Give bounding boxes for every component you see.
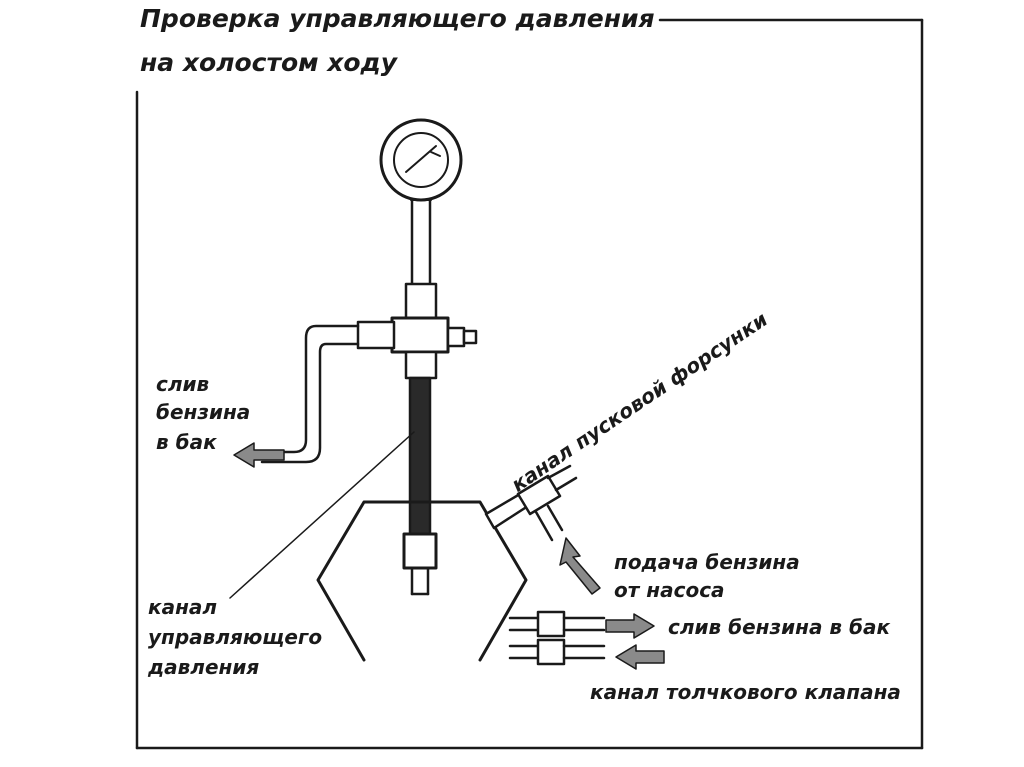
fuel-distributor-body [316, 500, 528, 662]
fuel-from-pump-label-1: подача бензина [614, 550, 800, 574]
gauge-stem [404, 198, 438, 320]
drain-hose-left [260, 324, 360, 464]
arrow-drain-left [233, 442, 285, 468]
title-line-2: на холостом ходу [140, 48, 398, 77]
arrow-drain-right [605, 613, 655, 639]
push-valve-channel-label: канал толчкового клапана [590, 680, 901, 704]
drain-left-label-3: в бак [156, 430, 217, 454]
arrow-fuel-from-pump [559, 537, 601, 595]
fuel-from-pump-label-2: от насоса [614, 578, 725, 602]
tee-fitting [356, 316, 478, 380]
control-pressure-tube [402, 376, 438, 596]
drain-fitting-right [508, 610, 606, 638]
control-channel-label-3: давления [148, 655, 260, 679]
pressure-gauge [379, 118, 463, 202]
arrow-push-valve [615, 644, 665, 670]
start-injector-fitting [484, 464, 578, 542]
drain-right-label: слив бензина в бак [668, 615, 891, 639]
control-channel-label-1: канал [148, 595, 218, 619]
drain-left-label-2: бензина [156, 400, 251, 424]
leader-control-channel [229, 431, 415, 599]
title-line-1: Проверка управляющего давления [140, 4, 655, 33]
push-valve-fitting [508, 638, 606, 666]
drain-left-label-1: слив [156, 372, 210, 396]
control-channel-label-2: управляющего [148, 625, 323, 649]
